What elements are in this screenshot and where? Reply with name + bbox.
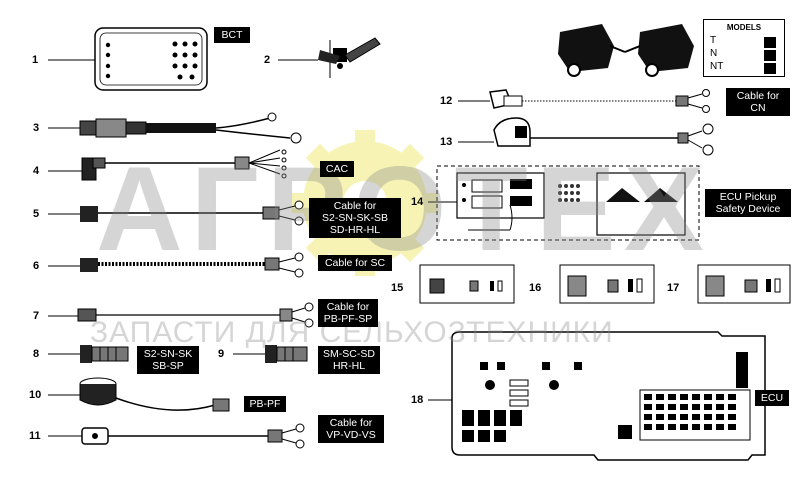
sensor-8 xyxy=(80,345,129,363)
model-row-t: T xyxy=(710,35,717,46)
label-sensor-8: S2-SN-SK SB-SP xyxy=(137,346,199,374)
part-number-2: 2 xyxy=(264,54,271,66)
label-sensor-10: PB-PF xyxy=(244,396,286,412)
label-cable-12: Cable for CN xyxy=(726,88,790,116)
part-number-14: 14 xyxy=(411,196,424,208)
connector-kit-15 xyxy=(419,264,515,304)
label-bct: BCT xyxy=(214,27,250,43)
label-cable-11: Cable for VP-VD-VS xyxy=(318,415,384,443)
cable-7 xyxy=(77,302,314,328)
models-legend: MODELS T N NT xyxy=(703,19,785,77)
model-swatch xyxy=(764,37,776,48)
cable-11 xyxy=(81,423,305,449)
part-number-9: 9 xyxy=(218,348,225,360)
ecu-pickup-safety-device xyxy=(436,165,700,241)
label-cac: CAC xyxy=(320,161,354,177)
part-number-5: 5 xyxy=(33,208,40,220)
models-title: MODELS xyxy=(726,23,762,32)
label-sensor-9: SM-SC-SD HR-HL xyxy=(318,346,380,374)
cable-5 xyxy=(80,200,304,226)
harness-cable xyxy=(79,112,302,144)
label-cable-7: Cable for PB-PF-SP xyxy=(318,299,378,327)
label-cable-5: Cable for S2-SN-SK-SB SD-HR-HL xyxy=(309,198,401,238)
model-row-n: N xyxy=(710,48,718,59)
connector-kit-16 xyxy=(559,264,655,304)
part-number-16: 16 xyxy=(529,282,542,294)
part-number-3: 3 xyxy=(33,122,40,134)
part-number-6: 6 xyxy=(33,260,40,272)
part-number-10: 10 xyxy=(29,389,42,401)
part-number-4: 4 xyxy=(33,165,40,177)
ecu-board xyxy=(451,331,766,461)
cac-connector-cable xyxy=(81,149,287,181)
part-number-15: 15 xyxy=(391,282,404,294)
sensor-10 xyxy=(79,377,230,412)
part-number-13: 13 xyxy=(440,136,453,148)
baler-icon xyxy=(624,24,694,77)
baler-icon xyxy=(558,24,626,77)
part-number-18: 18 xyxy=(411,394,424,406)
cable-12-cn xyxy=(489,89,710,113)
cable-6-sc xyxy=(80,252,304,278)
label-cable-6: Cable for SC xyxy=(318,255,392,271)
bct-control-panel xyxy=(94,27,208,91)
sensor-bracket xyxy=(318,37,381,78)
part-number-1: 1 xyxy=(32,54,39,66)
part-number-17: 17 xyxy=(667,282,680,294)
part-number-11: 11 xyxy=(29,430,41,442)
model-swatch xyxy=(764,63,776,74)
cable-13 xyxy=(493,117,714,156)
connector-kit-17 xyxy=(697,264,791,304)
part-number-7: 7 xyxy=(33,310,40,322)
model-swatch xyxy=(764,50,776,61)
sensor-9 xyxy=(265,345,308,363)
label-ecu-pickup: ECU Pickup Safety Device xyxy=(705,189,791,217)
part-number-12: 12 xyxy=(440,95,453,107)
part-number-8: 8 xyxy=(33,348,40,360)
label-ecu: ECU xyxy=(755,390,789,406)
model-row-nt: NT xyxy=(710,61,724,72)
